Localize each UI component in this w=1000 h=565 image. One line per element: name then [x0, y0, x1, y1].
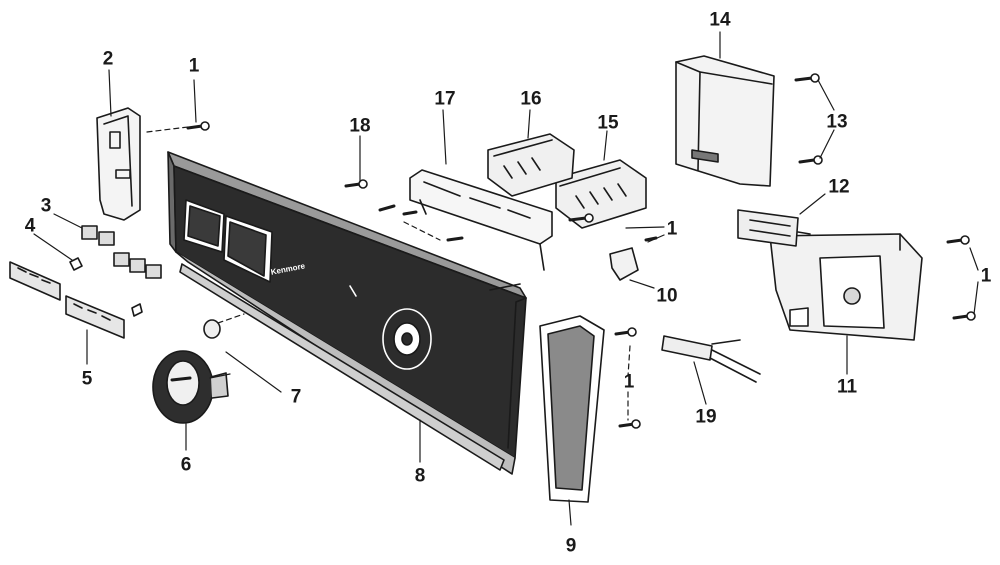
- part-push-buttons: [82, 226, 161, 278]
- callout-4: 4: [24, 215, 36, 237]
- callout-3: 3: [40, 195, 52, 217]
- part-screw-18: [346, 180, 367, 188]
- part-end-cap: [97, 108, 140, 220]
- part-screws-13: [796, 74, 822, 164]
- part-timer: [770, 234, 922, 340]
- part-bracket: [410, 170, 552, 270]
- callout-7: 7: [290, 386, 302, 408]
- callout-14: 14: [709, 9, 731, 31]
- callout-16: 16: [520, 88, 542, 110]
- part-bezels: [10, 262, 142, 338]
- callout-11: 11: [836, 376, 858, 398]
- part-grille: [540, 316, 604, 502]
- callout-2: 2: [102, 48, 114, 70]
- callout-1-a: 1: [188, 55, 200, 77]
- callout-1-b: 1: [666, 218, 678, 240]
- part-switch-clip: [610, 248, 638, 280]
- callout-1-d: 1: [980, 265, 992, 287]
- part-console-panel: [168, 152, 526, 474]
- part-knob: [153, 351, 228, 423]
- part-harness: [738, 210, 810, 246]
- part-switch-bank-a: [556, 160, 646, 228]
- callout-19: 19: [695, 406, 717, 428]
- part-cover: [676, 56, 774, 186]
- callout-15: 15: [597, 112, 619, 134]
- callout-17: 17: [434, 88, 456, 110]
- callout-8: 8: [414, 465, 426, 487]
- part-connector: [662, 336, 760, 382]
- part-switch-bank-b: [488, 134, 574, 196]
- callout-9: 9: [565, 535, 577, 557]
- callout-5: 5: [81, 368, 93, 390]
- leader-lines: [34, 32, 978, 525]
- callout-12: 12: [828, 176, 850, 198]
- callout-13: 13: [826, 111, 848, 133]
- part-plug: [204, 320, 220, 338]
- part-clip: [70, 258, 82, 270]
- part-loose-screws: [188, 122, 975, 428]
- callout-1-c: 1: [623, 371, 635, 393]
- callout-6: 6: [180, 454, 192, 476]
- callout-18: 18: [349, 115, 371, 137]
- callout-10: 10: [656, 285, 678, 307]
